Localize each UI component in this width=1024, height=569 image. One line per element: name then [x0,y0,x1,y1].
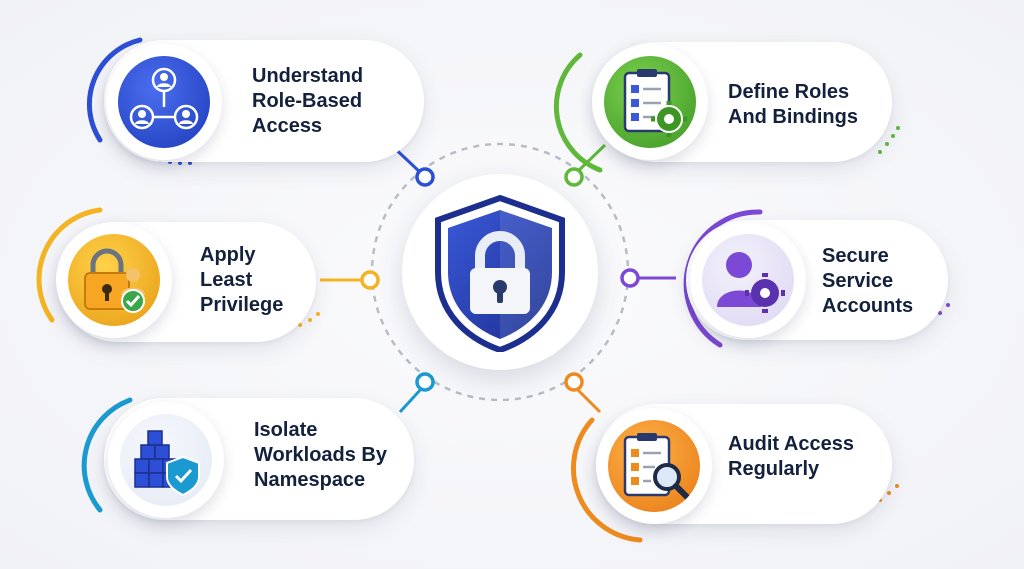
badge-audit-access [596,408,712,524]
padlock-user-check-icon [84,248,145,313]
label-understand-rbac: Understand Role-Based Access [252,65,364,137]
arc-least-privilege [36,207,103,323]
label-service-accounts: Secure Service Accounts [822,245,914,317]
connector-isolate-workloads [398,386,424,414]
badge-understand-rbac [106,44,222,160]
connector-ring-least-privilege [360,270,380,290]
badge-service-accounts [690,222,806,338]
label-define-roles: Define Roles And Bindings [728,81,858,128]
badge-isolate-workloads [108,402,224,518]
label-audit-access: Audit Access Regularly [728,433,854,480]
arc-isolate-workloads [81,397,133,513]
checklist-gear-icon [623,69,687,137]
shield-padlock-icon [435,194,565,352]
dots-least-privilege [298,312,320,327]
user-gear-icon [717,252,785,313]
checklist-magnifier-icon [623,433,690,500]
center-shield-badge [402,174,598,370]
label-least-privilege: Apply Least Privilege [200,244,284,316]
connector-ring-isolate-workloads [415,372,435,392]
connector-ring-audit-access [564,372,584,392]
label-isolate-workloads: Isolate Workloads By Namespace [254,419,387,491]
badge-least-privilege [56,222,172,338]
cubes-shield-icon [134,430,200,497]
dots-define-roles [878,126,900,154]
badge-define-roles [592,44,708,160]
connector-ring-understand-rbac [415,167,435,187]
connector-ring-service-accounts [620,268,640,288]
connector-ring-define-roles [564,167,584,187]
arc-define-roles [553,52,603,173]
users-hierarchy-icon [129,67,199,130]
connector-audit-access [574,386,602,414]
arc-audit-access [571,417,643,543]
arc-understand-rbac [86,37,143,143]
